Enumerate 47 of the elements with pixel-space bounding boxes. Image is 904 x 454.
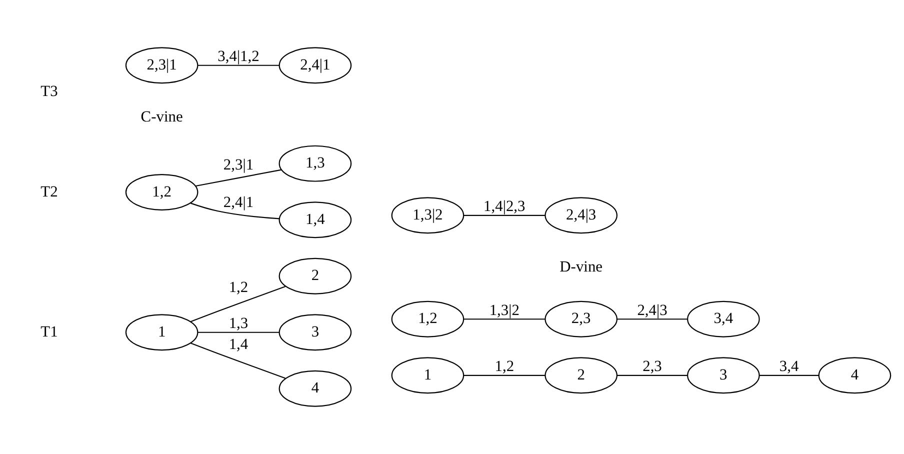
- edge-label: 1,2: [494, 358, 514, 376]
- node-ellipse: 1,3|2: [391, 197, 464, 234]
- edge-label: 2,4|1: [223, 194, 254, 211]
- edge-label: 2,4|3: [637, 302, 668, 319]
- node-ellipse: 4: [278, 370, 352, 407]
- node-ellipse: 3: [278, 314, 352, 351]
- connector: [198, 332, 280, 333]
- edge-label: 3,4|1,2: [218, 48, 260, 66]
- node-ellipse: 3,4: [687, 300, 760, 338]
- connector: [464, 214, 546, 216]
- edge-label: 1,3|2: [489, 302, 520, 319]
- edge-label: 2,3|1: [223, 156, 254, 174]
- edge-label: 1,2: [228, 278, 248, 296]
- edge-label: 1,3: [228, 315, 248, 332]
- connector: [196, 169, 282, 187]
- connector: [198, 64, 280, 66]
- connector: [190, 202, 280, 220]
- connector: [617, 374, 688, 376]
- label: T3: [40, 82, 58, 100]
- node-ellipse: 1,2: [125, 174, 198, 210]
- node-ellipse: 1: [125, 314, 198, 351]
- connector: [464, 374, 546, 376]
- label: D-vine: [560, 258, 603, 276]
- node-ellipse: 4: [818, 357, 892, 394]
- edge-label: 1,4|2,3: [484, 198, 526, 216]
- label: T2: [40, 183, 58, 200]
- node-ellipse: 1,3: [278, 145, 352, 182]
- node-ellipse: 1,2: [391, 300, 464, 338]
- connector: [617, 318, 688, 320]
- connector: [190, 286, 286, 322]
- node-ellipse: 2,4|1: [278, 47, 352, 84]
- label: C-vine: [140, 108, 183, 126]
- node-ellipse: 2,4|3: [544, 197, 618, 234]
- node-ellipse: 3: [687, 357, 760, 394]
- node-ellipse: 2: [544, 357, 618, 394]
- node-ellipse: 2: [278, 258, 352, 294]
- edge-label: 3,4: [779, 358, 799, 376]
- node-ellipse: 1,4: [278, 202, 352, 238]
- label: T1: [40, 323, 58, 340]
- connector: [190, 342, 286, 379]
- edge-label: 1,4: [228, 336, 248, 354]
- node-ellipse: 1: [391, 357, 464, 394]
- node-ellipse: 2,3|1: [125, 47, 198, 84]
- edge-label: 2,3: [642, 358, 662, 376]
- connector: [759, 374, 819, 376]
- node-ellipse: 2,3: [544, 300, 618, 338]
- connector: [464, 318, 546, 320]
